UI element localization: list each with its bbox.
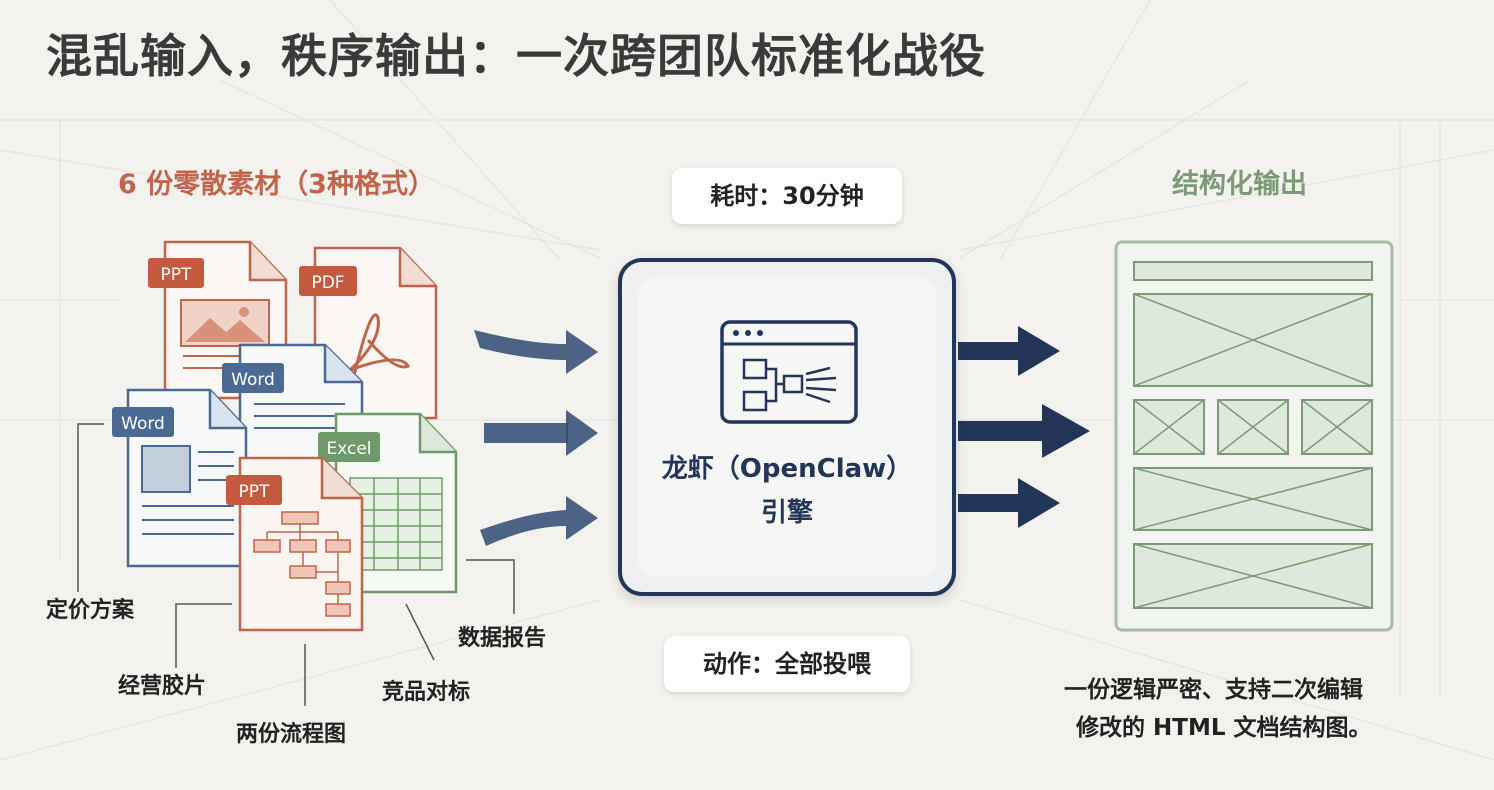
word-badge-2-text: Word: [231, 370, 275, 390]
pdf-badge: PDF: [299, 266, 357, 296]
label-competitor: 竞品对标: [382, 680, 471, 705]
engine-box: 龙虾（OpenClaw） 引擎: [618, 258, 956, 596]
label-data-report: 数据报告: [458, 626, 547, 651]
page-title: 混乱输入，秩序输出：一次跨团队标准化战役: [46, 29, 986, 83]
word-badge-2: Word: [222, 363, 284, 393]
excel-badge: Excel: [318, 432, 380, 462]
label-pricing: 定价方案: [46, 598, 135, 623]
engine-inner-panel: [636, 276, 938, 578]
ppt-badge-1: PPT: [148, 258, 204, 288]
label-leader-lines: [77, 423, 515, 706]
output-arrows: [958, 326, 1090, 528]
output-description-line2: 修改的 HTML 文档结构图。: [1076, 715, 1372, 741]
input-arrows: [474, 330, 598, 546]
output-description-line1: 一份逻辑严密、支持二次编辑: [1064, 677, 1363, 703]
workflow-window-icon: [720, 320, 858, 424]
excel-badge-text: Excel: [326, 439, 371, 459]
html-document-wireframe: [1114, 240, 1394, 632]
ppt-badge-1-text: PPT: [161, 265, 193, 285]
time-badge: 耗时：30分钟: [672, 168, 902, 224]
pdf-badge-text: PDF: [311, 273, 344, 293]
word-badge-1: Word: [112, 407, 174, 437]
word-badge-1-text: Word: [121, 414, 165, 434]
engine-name-line2: 引擎: [760, 498, 813, 528]
ppt-badge-2: PPT: [226, 475, 282, 505]
ppt-badge-2-text: PPT: [239, 482, 271, 502]
label-business-slides: 经营胶片: [118, 674, 207, 699]
output-section-heading: 结构化输出: [1172, 169, 1307, 200]
input-section-heading: 6 份零散素材（3种格式）: [118, 169, 435, 200]
engine-name: 龙虾（OpenClaw）: [661, 454, 913, 484]
label-flowcharts: 两份流程图: [236, 722, 347, 747]
action-badge: 动作：全部投喂: [664, 636, 910, 692]
